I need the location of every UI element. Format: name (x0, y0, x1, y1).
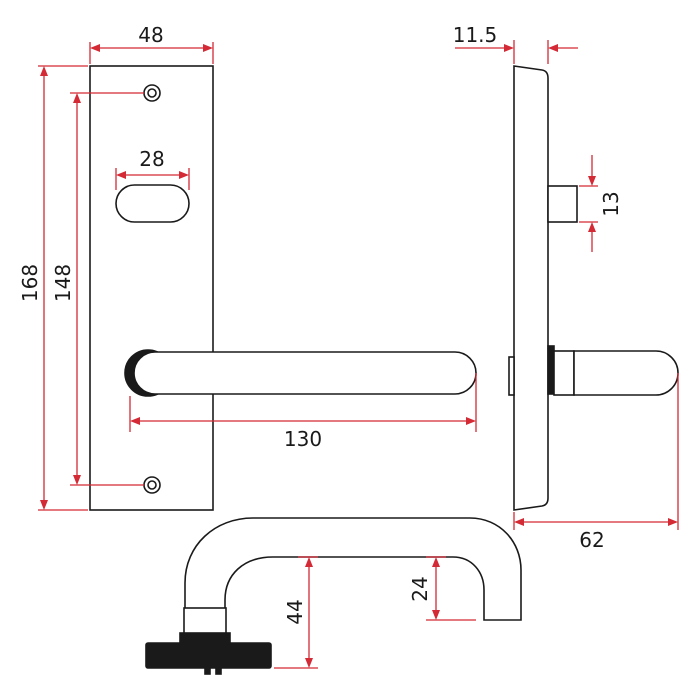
label-projection: 62 (579, 528, 604, 552)
label-spindle-size: 13 (599, 191, 623, 216)
dimension-screw-spacing: 148 (51, 92, 144, 486)
spindle-stub (547, 185, 578, 223)
fixing-pin-left (204, 667, 211, 675)
label-screw-spacing: 148 (51, 264, 75, 302)
lever-neck-side (553, 350, 575, 396)
lever-top-profile (184, 517, 522, 621)
dimension-plate-thickness: 11.5 (453, 23, 578, 64)
front-view (89, 65, 477, 511)
backplate-side-profile (513, 65, 549, 511)
label-plate-thickness: 11.5 (453, 23, 498, 47)
lever-arm (133, 351, 477, 395)
label-lever-length: 130 (284, 427, 322, 451)
label-plate-height: 168 (18, 264, 42, 302)
label-lever-height: 44 (283, 599, 307, 624)
lever-arm-side (573, 350, 679, 396)
label-slot-width: 28 (139, 147, 164, 171)
label-lever-clearance: 24 (408, 576, 432, 601)
rose-edge (508, 356, 515, 396)
lever-collar (183, 607, 227, 636)
backplate (89, 65, 214, 511)
dimension-slot-width: 28 (115, 147, 190, 190)
dimension-lever-length: 130 (129, 373, 477, 451)
top-view (145, 517, 522, 675)
rose-ring (179, 632, 231, 644)
dimension-spindle-size: 13 (579, 155, 623, 252)
dimension-plate-width: 48 (89, 23, 214, 64)
dimension-lever-height: 44 (274, 556, 318, 669)
rose-base (145, 642, 272, 669)
bottom-screw-hole (143, 476, 161, 494)
fixing-pin-right (215, 667, 222, 675)
top-screw-hole (143, 84, 161, 102)
dimension-lever-clearance: 24 (408, 556, 476, 621)
label-plate-width: 48 (138, 23, 163, 47)
dimension-plate-height: 168 (18, 65, 88, 511)
side-view (508, 65, 679, 511)
rose-side (547, 345, 555, 395)
privacy-slot (115, 184, 190, 223)
dimension-projection: 62 (513, 373, 679, 552)
